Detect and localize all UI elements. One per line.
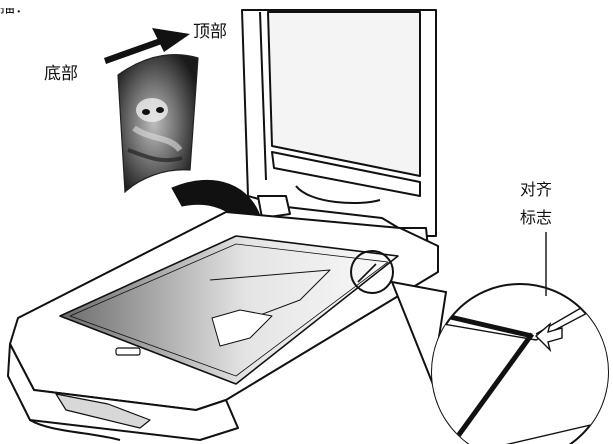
alignment-mark-label-line1: 对齐 [520,182,552,198]
bottom-label: 底部 [44,66,78,83]
zoom-circle [420,284,612,444]
scanner-lid [242,10,436,248]
scanner-body [8,212,438,440]
top-label: 顶部 [193,24,227,41]
alignment-mark-label-line2: 标志 [520,210,552,226]
photo-document [118,55,198,192]
